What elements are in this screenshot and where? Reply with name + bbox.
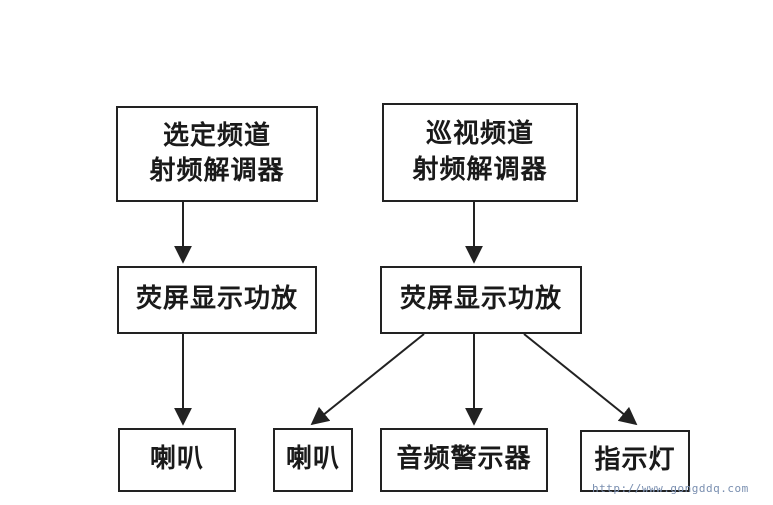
arrow-right-amp-to-indicator xyxy=(523,333,638,426)
indicator-light-box: 指示灯 xyxy=(580,430,690,492)
left-demodulator-line1: 选定频道 xyxy=(162,120,271,151)
left-demodulator-line2: 射频解调器 xyxy=(149,156,285,186)
right-demodulator-line2: 射频解调器 xyxy=(412,154,548,185)
left-demodulator-box: 选定频道 射频解调器 xyxy=(116,106,318,202)
arrow-right-amp-to-speaker xyxy=(310,333,425,426)
audio-alarm-box: 音频警示器 xyxy=(380,428,548,492)
audio-alarm-label: 音频警示器 xyxy=(396,444,532,475)
right-speaker-box: 喇叭 xyxy=(273,428,353,492)
right-amplifier-label: 荧屏显示功放 xyxy=(399,284,562,315)
left-amplifier-box: 荧屏显示功放 xyxy=(117,266,317,334)
right-speaker-label: 喇叭 xyxy=(285,444,340,475)
left-speaker-label: 喇叭 xyxy=(149,444,204,475)
indicator-light-label: 指示灯 xyxy=(594,445,676,476)
left-amplifier-label: 荧屏显示功放 xyxy=(135,284,298,315)
watermark-url: http://www.gongddq.com xyxy=(592,482,749,495)
left-speaker-box: 喇叭 xyxy=(118,428,236,492)
right-demodulator-box: 巡视频道 射频解调器 xyxy=(382,103,578,202)
right-demodulator-line1: 巡视频道 xyxy=(425,119,534,150)
right-amplifier-box: 荧屏显示功放 xyxy=(380,266,582,334)
